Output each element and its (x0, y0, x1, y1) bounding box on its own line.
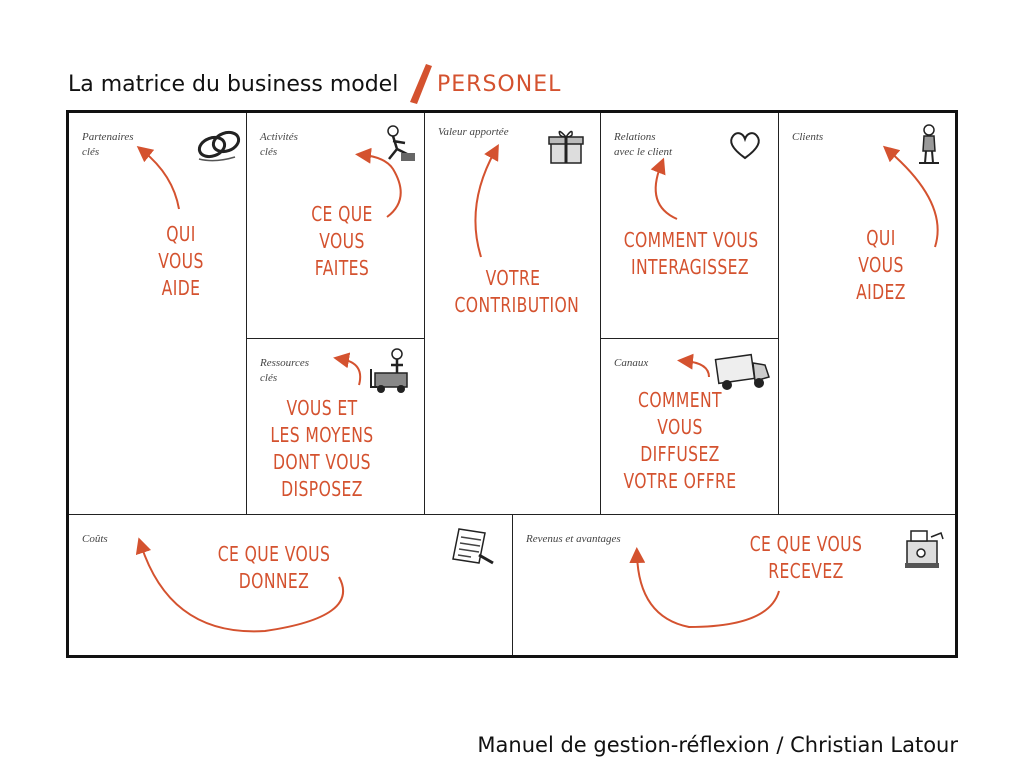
block-revenues: Revenus et avantages CE QUE VOUS RECEVEZ (513, 515, 955, 655)
note-customers: QUI VOUS AIDEZ (856, 226, 906, 304)
note-key-resources: VOUS ET LES MOYENS DONT VOUS DISPOSEZ (270, 396, 374, 501)
block-label-costs: Coûts (82, 533, 108, 545)
red-slash-mark (410, 64, 432, 104)
block-key-partners: Partenaires clés QUI VOUS AIDE (69, 113, 247, 515)
chain-link-icon (197, 130, 241, 162)
forklift-icon (370, 348, 408, 393)
note-key-partners: QUI VOUS AIDE (158, 222, 204, 300)
block-label-value-proposition: Valeur apportée (438, 126, 509, 138)
note-key-activities: CE QUE VOUS FAITES (311, 202, 373, 280)
block-key-activities: Activités clés CE QUE VOUS FAITES (247, 113, 425, 339)
personal-variant-label: PERSONEL (437, 72, 562, 97)
block-label-key-resources: Ressources clés (260, 357, 310, 384)
block-channels: Canaux COMMENT VOUS DIFFUSEZ VOTRE OFFRE (601, 339, 779, 515)
block-label-key-activities: Activités clés (260, 131, 298, 158)
invoice-icon (452, 528, 494, 565)
worker-icon (387, 125, 415, 161)
footer-credit: Manuel de gestion-réflexion / Christian … (477, 733, 958, 757)
heart-icon (730, 132, 760, 160)
block-label-key-partners: Partenaires clés (82, 131, 134, 158)
cash-register-icon (905, 530, 944, 568)
block-label-customer-relationships: Relations avec le client (614, 131, 673, 158)
block-label-revenues: Revenus et avantages (526, 533, 621, 545)
note-value-proposition: VOTRE CONTRIBUTION (454, 266, 580, 317)
gift-box-icon (548, 130, 584, 164)
block-label-channels: Canaux (614, 357, 649, 369)
block-label-customers: Clients (792, 131, 824, 143)
block-key-resources: Ressources clés VOUS ET LES MOYENS DONT … (247, 339, 425, 515)
business-model-canvas: Partenaires clés QUI VOUS AIDE Activités… (66, 110, 958, 658)
block-customers: Clients QUI VOUS AIDEZ (779, 113, 955, 515)
block-value-proposition: Valeur apportée VOTRE CONTRIBUTION (425, 113, 601, 515)
block-customer-relationships: Relations avec le client COMMENT VOUS IN… (601, 113, 779, 339)
block-costs: Coûts CE QUE VOUS DONNEZ (69, 515, 513, 655)
note-customer-relationships: COMMENT VOUS INTERAGISSEZ (623, 228, 759, 279)
person-icon (919, 124, 939, 164)
page-title: La matrice du business model (68, 72, 399, 97)
note-channels: COMMENT VOUS DIFFUSEZ VOTRE OFFRE (623, 388, 737, 493)
note-costs: CE QUE VOUS DONNEZ (217, 542, 331, 593)
note-revenues: CE QUE VOUS RECEVEZ (749, 532, 863, 583)
delivery-truck-icon (714, 353, 770, 390)
